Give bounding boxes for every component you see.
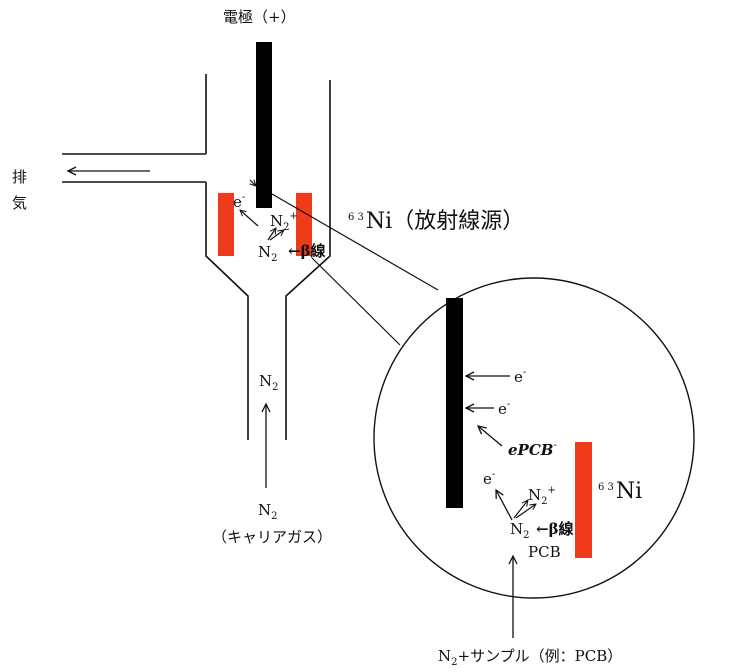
ni-source-label: 6 3Ni（放射線源）: [348, 209, 524, 234]
detector-body: [62, 74, 331, 440]
zoom-beta-label: ←β線: [536, 520, 574, 538]
zoom-epcb-label: ePCB-: [508, 440, 557, 459]
ni-foil-right: [296, 193, 312, 256]
electrode-label: 電極（+）: [223, 8, 296, 26]
exhaust-label-2: 気: [12, 194, 27, 212]
zoom-electrode-bar: [446, 298, 463, 508]
zoom-n2-plus-label: N2+: [528, 485, 556, 507]
beta-label-detector: ←β線: [288, 242, 326, 260]
zoom-line-top: [271, 193, 439, 291]
zoom-ni-foil: [575, 442, 592, 558]
zoom-e-minus-1: e-: [514, 367, 526, 386]
n2-label-detector: N2: [258, 243, 278, 264]
electrode-bar: [256, 42, 272, 208]
exhaust-label-1: 排: [12, 168, 27, 186]
e-minus-label: e-: [233, 192, 245, 211]
zoom-e-minus-3: e-: [483, 469, 495, 488]
zoom-pcb-label: PCB: [528, 543, 561, 561]
zoom-n2-label: N2: [510, 520, 530, 541]
carrier-gas-label: （キャリアガス）: [212, 528, 332, 546]
zoom-ni-label: 6 3Ni: [598, 479, 642, 504]
n2-tube-label: N2: [259, 372, 279, 393]
n2-plus-label: N2+: [270, 211, 298, 233]
sample-label: N2+サンプル（例：PCB）: [438, 647, 622, 668]
ni-foil-left: [218, 193, 234, 256]
zoom-e-minus-2: e-: [498, 399, 510, 418]
zoom-line-bottom: [311, 257, 401, 346]
zoom-circle: [373, 277, 695, 599]
n2-carrier-label: N2: [258, 501, 278, 522]
